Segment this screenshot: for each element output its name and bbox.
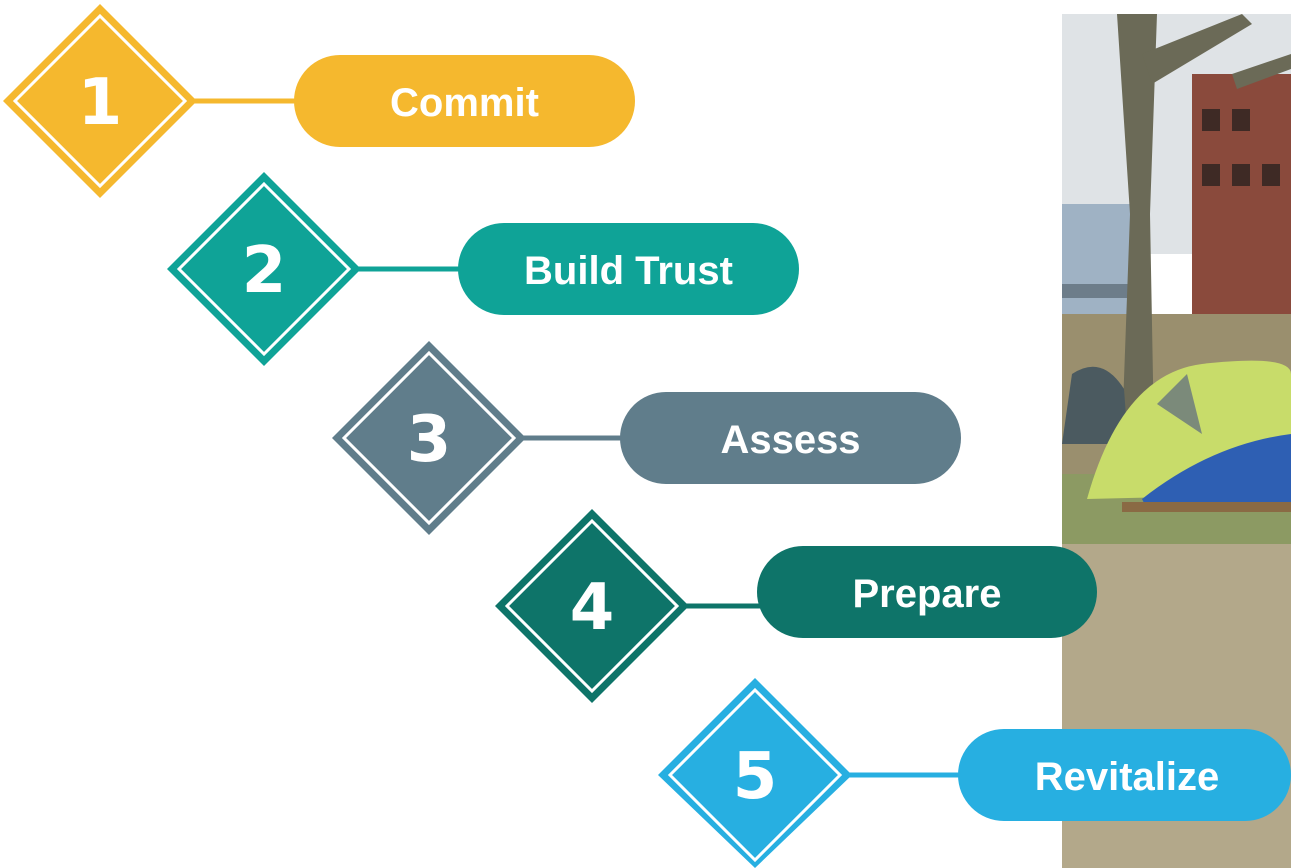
step-5: Revitalize 5 [658,678,1291,868]
step-1-label-pill [294,55,635,147]
step-3-diamond [332,341,526,535]
step-2-label: Build Trust [524,249,733,293]
step-5-number: 5 [733,740,778,814]
step-4-diamond-inner-border [504,518,680,694]
step-2-number: 2 [242,234,287,308]
step-4-label: Prepare [853,572,1002,616]
step-5-label-pill [958,729,1291,821]
step-2-diamond-inner-border [176,181,352,357]
step-1-diamond-inner-border [12,13,188,189]
step-2: Build Trust 2 [167,172,799,366]
step-5-diamond [658,678,852,868]
step-4-label-pill [757,546,1097,638]
step-3-label: Assess [720,418,860,462]
step-1: Commit 1 [3,4,635,198]
step-5-label: Revitalize [1035,755,1220,799]
step-1-number: 1 [78,66,123,140]
step-5-diamond-inner-border [667,687,843,863]
step-2-label-pill [458,223,799,315]
step-3-label-pill [620,392,961,484]
step-3-number: 3 [407,403,452,477]
step-3-diamond-inner-border [341,350,517,526]
step-1-diamond [3,4,197,198]
step-1-label: Commit [390,81,539,125]
step-4: Prepare 4 [495,509,1097,703]
step-4-number: 4 [570,571,615,645]
step-4-diamond [495,509,689,703]
step-3: Assess 3 [332,341,961,535]
step-2-diamond [167,172,361,366]
